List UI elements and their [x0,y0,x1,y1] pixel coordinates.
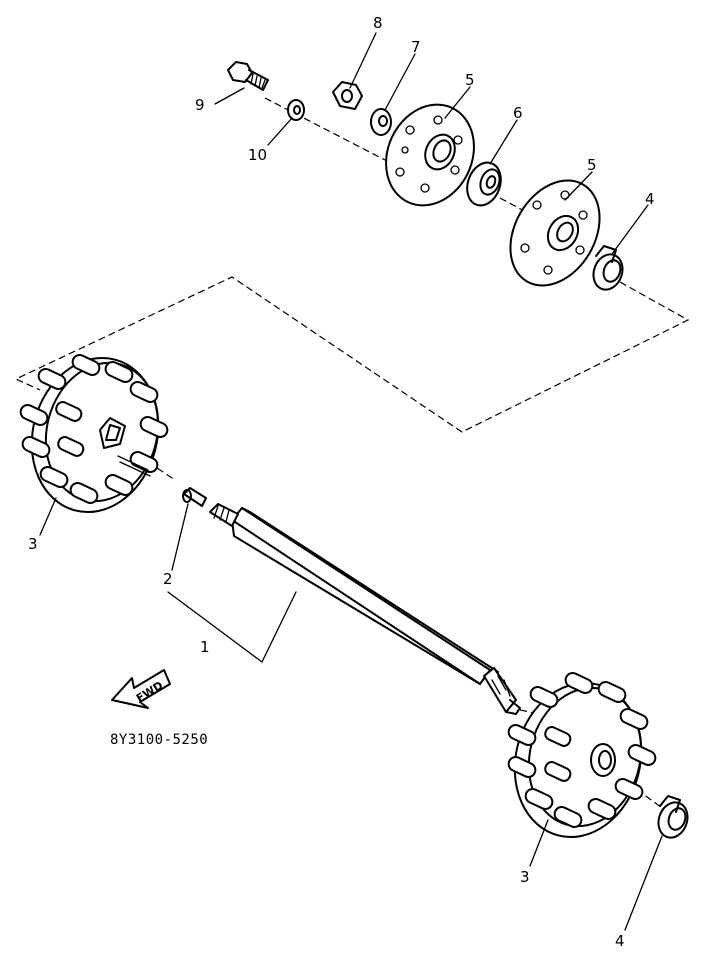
nut-part [332,81,363,110]
callout-sprocket-right: 3 [520,868,530,886]
callout-bearing: 6 [513,104,523,122]
drive-shaft [209,503,521,715]
clip-lower [657,795,689,839]
forward-arrow: FWD [111,669,171,709]
sprocket-right [507,672,657,839]
callout-clip-upper: 4 [645,190,655,208]
diagram-code: 8Y3100-5250 [110,732,208,748]
callout-housing-inner: 5 [587,156,597,174]
bearing-housing-inner [509,179,601,287]
callout-shaft: 1 [200,638,210,656]
callout-bolt: 9 [195,96,205,114]
bearing-housing-outer [385,103,475,207]
callout-housing-outer: 5 [465,71,475,89]
callout-key: 2 [163,570,173,588]
sprocket-left [19,354,169,514]
clip-upper [592,245,624,291]
bearing-part [466,161,502,207]
callout-washer: 10 [248,146,267,164]
callout-lock-washer: 7 [411,38,421,56]
washer-part [287,99,305,121]
callout-labels: 8 7 5 6 5 4 9 10 3 2 1 3 4 [28,14,655,950]
leader-lines [39,32,663,931]
lock-washer-part [370,108,392,136]
key-part [182,487,207,507]
callout-sprocket-left: 3 [28,535,38,553]
callout-clip-lower: 4 [615,932,625,950]
callout-nut: 8 [373,14,383,32]
bolt-part [227,61,269,91]
